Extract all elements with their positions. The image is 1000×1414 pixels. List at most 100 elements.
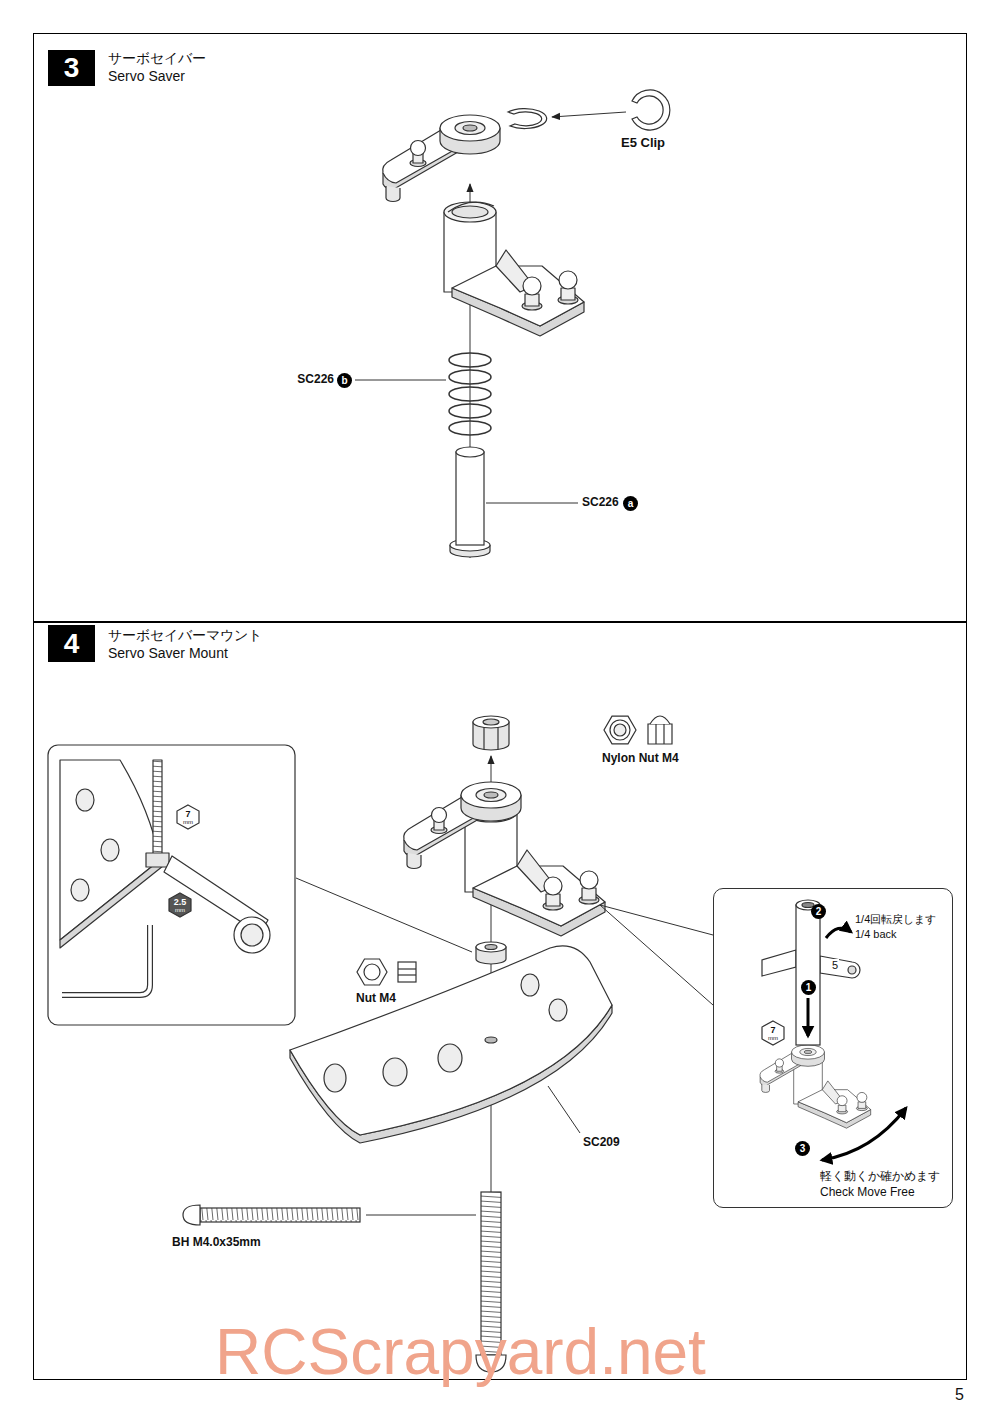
callout-number: 1: [801, 980, 816, 995]
detail-inset-left: [153, 760, 162, 855]
motion-arrow: [807, 998, 810, 1036]
servo-saver-arm: [760, 1045, 825, 1093]
instruction-note: 1/4回転戻します: [855, 913, 936, 926]
callout-letter: a: [623, 496, 638, 511]
servo-saver-plate: [290, 946, 612, 1143]
tool-size-text: mm: [175, 907, 185, 913]
servo-saver-plate: [521, 974, 539, 996]
callout-text: a: [628, 499, 634, 509]
hex-outline: [762, 1021, 784, 1045]
nut-icon: [357, 959, 387, 985]
detail-inset-left: [241, 924, 263, 946]
step-number-text: 3: [64, 54, 80, 82]
servo-saver-plate: [383, 1058, 407, 1086]
part-name: E5 Clip: [621, 136, 665, 151]
cross-wrench: [762, 900, 860, 1045]
part-name: Nut M4: [356, 992, 396, 1006]
callout-text: 1: [806, 983, 812, 993]
motion-arrow: [826, 928, 851, 938]
motion-arrow: [808, 928, 906, 1160]
tool-size-icon: 7mm: [176, 804, 200, 830]
nylon-nut: [483, 719, 499, 725]
nylon-nut: [497, 727, 498, 749]
leader-line: [600, 905, 713, 1005]
step-number: 4: [48, 625, 95, 662]
detail-inset-left: [48, 745, 295, 1025]
spring: [449, 404, 491, 418]
leader-line: [296, 878, 472, 952]
tool-digit: 5: [831, 959, 839, 972]
instruction-note: 1/4 back: [855, 928, 897, 941]
hex-outline: [177, 805, 199, 829]
cross-wrench: [796, 905, 820, 1045]
servo-saver-plate: [290, 946, 612, 1135]
step-panel: サーボセイバーマウントServo Saver Mount47mm2.5mm1/4…: [33, 622, 967, 1380]
step-title: サーボセイバー: [108, 50, 206, 66]
nylon-nut-icon: [610, 720, 630, 740]
e-clip: [508, 90, 670, 130]
tool-size-text: mm: [183, 819, 193, 825]
step-title: サーボセイバーマウント: [108, 627, 262, 643]
detail-inset: 1/4回転戻します1/4 back軽く動くか確かめますCheck Move Fr…: [713, 888, 953, 1208]
screw-icon: [183, 1205, 200, 1225]
detail-inset-left: [62, 925, 150, 995]
servo-saver-arm: [404, 782, 521, 869]
nylon-nut-icon: [648, 724, 672, 744]
e-clip: [508, 109, 547, 129]
hex-outline: [169, 893, 191, 917]
instruction-note: 軽く動くか確かめます: [820, 1170, 940, 1184]
e-clip: [552, 112, 626, 117]
servo-saver-plate: [438, 1044, 462, 1072]
servo-saver-plate: [324, 1064, 346, 1092]
servo-saver-post: [456, 452, 484, 545]
nut-icon: [398, 968, 416, 969]
page-number: 5: [955, 1386, 964, 1404]
e-clip: [632, 90, 670, 130]
servo-saver-post: [456, 447, 484, 457]
servo-saver-body: [444, 202, 584, 336]
detail-inset-right: [760, 900, 906, 1160]
spring: [449, 370, 491, 384]
servo-saver-plate: [485, 1037, 497, 1043]
cross-wrench: [848, 966, 856, 974]
callout-number: 3: [795, 1141, 810, 1156]
callout-number: 2: [811, 904, 826, 919]
step-title: Servo Saver Mount: [108, 645, 228, 661]
leader-line: [296, 878, 713, 1215]
detail-inset-left: [101, 839, 119, 861]
nylon-nut: [473, 716, 509, 750]
part-name: SC226: [582, 496, 619, 510]
nylon-nut: [473, 716, 509, 728]
detail-inset-left: [48, 745, 295, 1025]
step-number: 3: [48, 50, 95, 86]
servo-saver-body: [465, 802, 605, 936]
part-name: Nylon Nut M4: [602, 752, 679, 766]
servo-saver-plate: [549, 999, 567, 1021]
step-title: Servo Saver: [108, 68, 185, 84]
detail-inset-left: [146, 853, 169, 867]
spring: [449, 353, 491, 367]
detail-inset-left: [76, 789, 94, 811]
nylon-nut-icon: [614, 724, 626, 736]
servo-saver-arm: [383, 115, 500, 202]
detail-inset-left: [62, 925, 150, 995]
motion-arrow: [822, 1108, 906, 1160]
nut: [476, 942, 506, 964]
callout-text: 3: [800, 1144, 806, 1154]
tool-size-text: mm: [768, 1035, 778, 1041]
callout-text: b: [341, 376, 347, 386]
leader-line: [548, 1086, 580, 1133]
detail-inset-left: [234, 917, 270, 953]
callout-text: 2: [816, 907, 822, 917]
detail-inset-left: [60, 760, 160, 940]
step-panel: サーボセイバー Servo Saver 3 b a: [33, 33, 967, 622]
part-name: BH M4.0x35mm: [172, 1236, 261, 1250]
callout-letter: b: [337, 373, 352, 388]
nut-icon: [398, 962, 416, 982]
detail-inset-left: [71, 879, 89, 901]
leader-line: [366, 1215, 476, 1216]
leader-line: [355, 380, 578, 503]
leader-line: [355, 380, 446, 381]
